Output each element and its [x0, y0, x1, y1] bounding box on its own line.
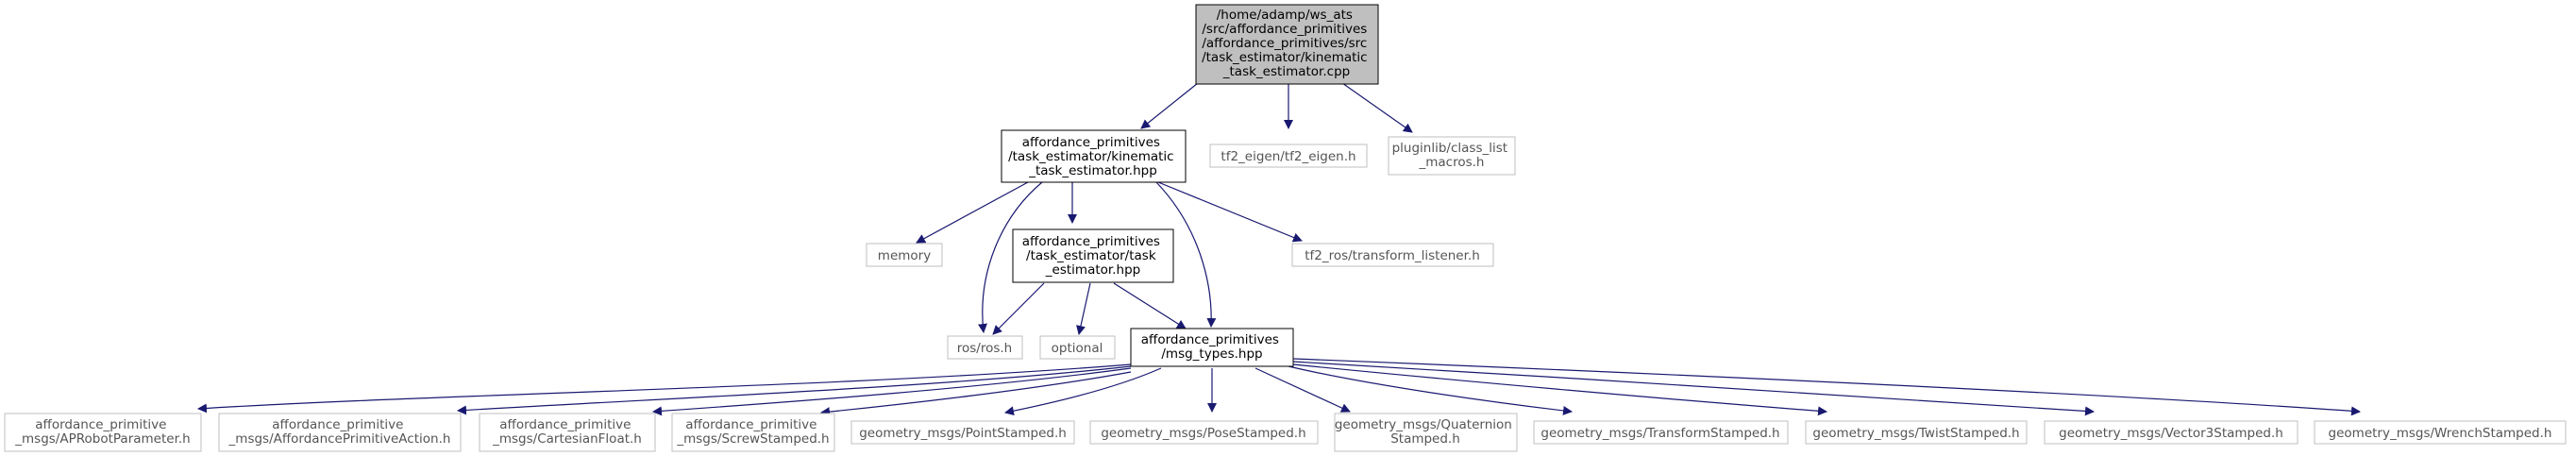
node-point-stamped[interactable]: geometry_msgs/PointStamped.h — [850, 420, 1075, 445]
edge-kte-memory — [916, 181, 1029, 244]
svg-text:tf2_eigen/tf2_eigen.h: tf2_eigen/tf2_eigen.h — [1221, 149, 1355, 164]
svg-text:affordance_primitives: affordance_primitives /msg_types.hpp — [1141, 332, 1283, 362]
node-quaternion-stamped[interactable]: geometry_msgs/Quaternion Stamped.h — [1334, 413, 1518, 452]
edge-root-pluginlib — [1341, 82, 1413, 133]
node-twist-stamped[interactable]: geometry_msgs/TwistStamped.h — [1805, 420, 2028, 445]
node-msg-types-hpp[interactable]: affordance_primitives /msg_types.hpp — [1130, 328, 1294, 367]
edge-te-optional — [1076, 282, 1091, 335]
edge-te-msgtypes — [1113, 282, 1187, 329]
node-ap-action[interactable]: affordance_primitive _msgs/AffordancePri… — [218, 413, 462, 452]
svg-text:affordance_primitives: affordance_primitives /task_estimator/ta… — [1022, 234, 1164, 278]
svg-text:geometry_msgs/Quaternion: geometry_msgs/Quaternion Stamped.h — [1335, 417, 1516, 447]
edge-msg-wrench — [1292, 358, 2361, 416]
node-optional[interactable]: optional — [1039, 335, 1116, 360]
edge-kte-tf2ros — [1157, 181, 1303, 243]
edge-root-kte-hpp — [1140, 82, 1199, 129]
edge-msg-point — [1004, 367, 1162, 416]
svg-text:geometry_msgs/TwistStamped.h: geometry_msgs/TwistStamped.h — [1812, 426, 2019, 441]
node-root-cpp[interactable]: /home/adamp/ws_ats /src/affordance_primi… — [1195, 4, 1379, 85]
node-tf2-ros[interactable]: tf2_ros/transform_listener.h — [1291, 243, 1494, 267]
node-ap-robot-parameter[interactable]: affordance_primitive _msgs/APRobotParame… — [4, 413, 202, 452]
svg-text:affordance_primitive _: affordance_primitive _msgs/ScrewStamped.… — [676, 417, 829, 447]
svg-text:ros/ros.h: ros/ros.h — [957, 341, 1013, 356]
edge-msg-quat — [1254, 367, 1351, 413]
node-tf2-eigen[interactable]: tf2_eigen/tf2_eigen.h — [1209, 144, 1368, 168]
svg-text:pluginlib/class_list _: pluginlib/class_list _macros.h — [1392, 141, 1512, 170]
edge-msg-vector3 — [1292, 361, 2095, 416]
node-pluginlib[interactable]: pluginlib/class_list _macros.h — [1388, 136, 1516, 176]
svg-text:tf2_ros/transform_listener.h: tf2_ros/transform_listener.h — [1305, 248, 1480, 263]
svg-text:affordance_primitive _: affordance_primitive _msgs/AffordancePri… — [228, 417, 451, 447]
edge-msg-transform — [1288, 365, 1573, 415]
svg-text:geometry_msgs/PoseStamped.h: geometry_msgs/PoseStamped.h — [1101, 426, 1305, 441]
svg-text:affordance_primitives: affordance_primitives /task_estimator/ki… — [1008, 135, 1178, 178]
node-wrench-stamped[interactable]: geometry_msgs/WrenchStamped.h — [2314, 420, 2567, 445]
svg-text:geometry_msgs/WrenchStamped.h: geometry_msgs/WrenchStamped.h — [2329, 426, 2552, 441]
svg-text:optional: optional — [1052, 341, 1103, 356]
svg-text:geometry_msgs/Vector3Stamped.h: geometry_msgs/Vector3Stamped.h — [2059, 426, 2283, 441]
node-vector3-stamped[interactable]: geometry_msgs/Vector3Stamped.h — [2044, 420, 2298, 445]
edge-msg-twist — [1292, 363, 1827, 416]
svg-text:/home/adamp/ws_ats /sr: /home/adamp/ws_ats /src/affordance_primi… — [1202, 8, 1372, 79]
node-transform-stamped[interactable]: geometry_msgs/TransformStamped.h — [1533, 420, 1789, 445]
svg-text:geometry_msgs/TransformStamped: geometry_msgs/TransformStamped.h — [1541, 426, 1779, 441]
edge-msg-aprobot — [197, 363, 1132, 414]
node-pose-stamped[interactable]: geometry_msgs/PoseStamped.h — [1089, 420, 1319, 445]
svg-text:geometry_msgs/PointStamped.h: geometry_msgs/PointStamped.h — [859, 426, 1067, 441]
node-memory[interactable]: memory — [866, 243, 943, 267]
node-ros[interactable]: ros/ros.h — [947, 335, 1023, 360]
edge-msg-apaction — [457, 365, 1132, 415]
edge-te-ros — [992, 282, 1045, 335]
edge-msg-screw — [820, 371, 1132, 417]
svg-text:affordance_primitive _: affordance_primitive _msgs/APRobotParame… — [14, 417, 190, 447]
node-screw-stamped[interactable]: affordance_primitive _msgs/ScrewStamped.… — [671, 413, 835, 452]
svg-text:memory: memory — [878, 248, 931, 263]
svg-text:affordance_primitive _: affordance_primitive _msgs/CartesianFloa… — [492, 417, 642, 447]
edge-msg-cartfloat — [652, 367, 1132, 416]
edge-kte-msgtypes — [1155, 181, 1217, 328]
edge-kte-ros — [978, 181, 1043, 333]
node-task-estimator-hpp[interactable]: affordance_primitives /task_estimator/ta… — [1012, 228, 1174, 283]
node-cartesian-float[interactable]: affordance_primitive _msgs/CartesianFloa… — [479, 413, 656, 452]
node-kinematic-task-estimator-hpp[interactable]: affordance_primitives /task_estimator/ki… — [1001, 129, 1187, 183]
